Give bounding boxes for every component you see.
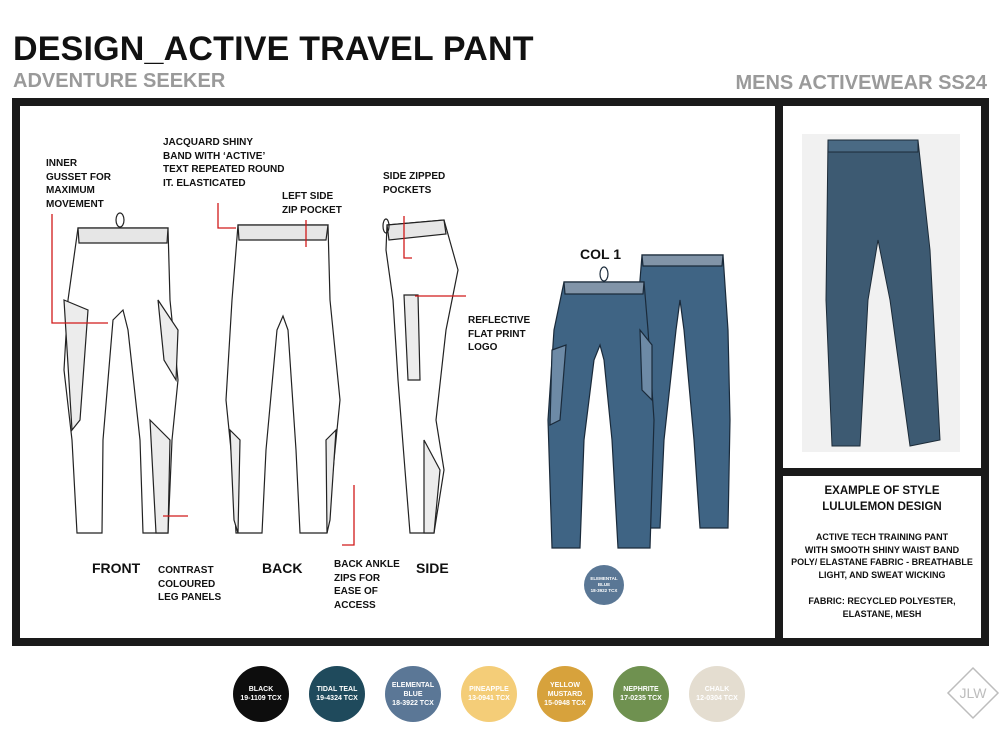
colourway-label: COL 1 bbox=[580, 246, 621, 262]
season-label: MENS ACTIVEWEAR SS24 bbox=[735, 72, 987, 94]
example-description: EXAMPLE OF STYLE LULULEMON DESIGN ACTIVE… bbox=[783, 483, 981, 620]
page-subtitle: ADVENTURE SEEKER bbox=[13, 70, 226, 92]
swatch-name: BLACK bbox=[248, 686, 274, 693]
callout-reflective: REFLECTIVE FLAT PRINT LOGO bbox=[468, 315, 531, 353]
callout-contrast: CONTRAST COLOURED LEG PANELS bbox=[158, 565, 222, 603]
swatch-name: CHALK bbox=[704, 686, 730, 693]
callout-side-zip: SIDE ZIPPED POCKETS bbox=[383, 171, 446, 196]
view-label-side: SIDE bbox=[416, 560, 449, 576]
swatch-name: PINEAPPLE bbox=[469, 686, 509, 693]
diamond-monogram-icon: JLW bbox=[946, 666, 1000, 720]
example-title-line1: EXAMPLE OF STYLE bbox=[824, 485, 940, 497]
callout-jacquard: JACQUARD SHINY BAND WITH ‘ACTIVE’ TEXT R… bbox=[163, 137, 285, 189]
palette-swatch: CHALK 12-0304 TCX bbox=[689, 666, 745, 722]
colourway-front-pant bbox=[547, 266, 655, 549]
swatch-name: TIDAL TEAL bbox=[316, 686, 358, 693]
swatch-code: 12-0304 TCX bbox=[696, 695, 738, 702]
front-pant-flat bbox=[63, 212, 179, 534]
swatch-code: 15-0948 TCX bbox=[544, 699, 586, 707]
swatch-name: NEPHRITE bbox=[623, 686, 659, 693]
view-label-front: FRONT bbox=[92, 560, 141, 576]
callout-left-zip: LEFT SIDE ZIP POCKET bbox=[282, 191, 342, 216]
swatch-code: 17-0235 TCX bbox=[620, 695, 662, 702]
palette-swatch: NEPHRITE 17-0235 TCX bbox=[613, 666, 669, 722]
page-title: DESIGN_ACTIVE TRAVEL PANT bbox=[13, 30, 534, 68]
callout-gusset: INNER GUSSET FOR MAXIMUM MOVEMENT bbox=[46, 158, 112, 210]
callout-ankle: BACK ANKLE ZIPS FOR EASE OF ACCESS bbox=[334, 559, 400, 611]
swatch-name: YELLOW MUSTARD bbox=[547, 681, 583, 698]
back-pant-flat bbox=[225, 224, 341, 534]
example-title-line2: LULULEMON DESIGN bbox=[822, 501, 942, 513]
callout-leaders bbox=[51, 203, 466, 546]
swatch-code: 19-4324 TCX bbox=[316, 695, 358, 702]
swatch-code: 18-3922 TCX bbox=[392, 699, 434, 707]
colourway-swatch: ELEMENTAL BLUE 18-3922 TCX bbox=[584, 565, 624, 605]
palette-swatch: TIDAL TEAL 19-4324 TCX bbox=[309, 666, 365, 722]
view-label-back: BACK bbox=[262, 560, 303, 576]
palette-swatch: BLACK 19-1109 TCX bbox=[233, 666, 289, 722]
example-text-panel bbox=[783, 476, 981, 638]
svg-text:JLW: JLW bbox=[960, 685, 988, 701]
side-pant-flat bbox=[382, 218, 459, 534]
example-photo-pant bbox=[802, 134, 960, 452]
palette-swatch: PINEAPPLE 13-0941 TCX bbox=[461, 666, 517, 722]
swatch-code: 13-0941 TCX bbox=[468, 695, 510, 702]
swatch-code: 19-1109 TCX bbox=[240, 695, 282, 702]
swatch-name: ELEMENTAL BLUE bbox=[391, 681, 435, 698]
